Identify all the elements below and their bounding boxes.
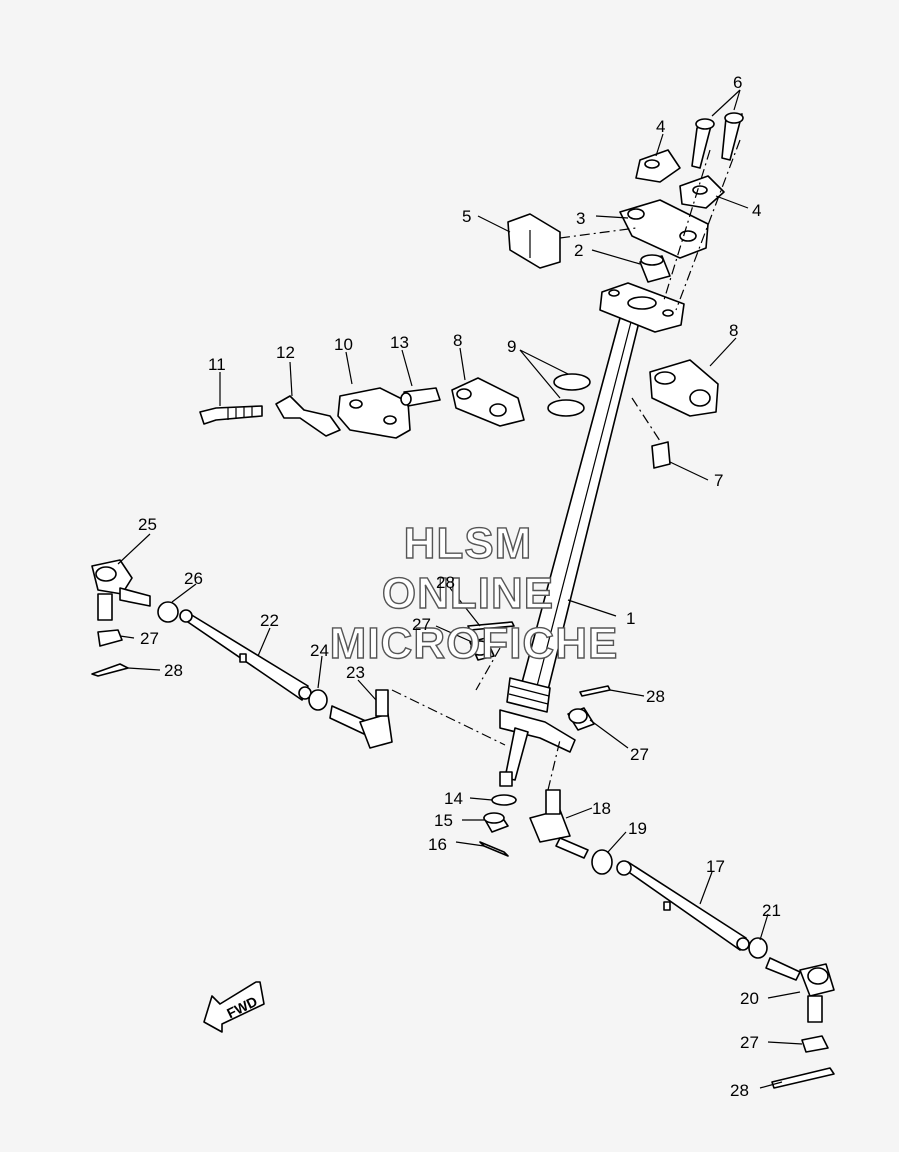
- callout-24: 24: [310, 641, 329, 660]
- callout-9: 9: [507, 337, 516, 356]
- callout-27-left: 27: [140, 629, 159, 648]
- callout-5: 5: [462, 207, 471, 226]
- watermark-line-1: HLSM: [404, 519, 533, 568]
- lower-holder-right: [631, 359, 719, 469]
- callout-27-center: 27: [412, 615, 431, 634]
- callout-28-right: 28: [646, 687, 665, 706]
- callout-28-bottom: 28: [730, 1081, 749, 1100]
- callout-11: 11: [208, 355, 226, 374]
- callout-12: 12: [276, 343, 295, 362]
- callout-3: 3: [576, 209, 585, 228]
- callout-16: 16: [428, 835, 447, 854]
- callout-28-center: 28: [436, 573, 455, 592]
- callout-labels: 1 2 3 4 4 5 6 7 8 8 9 10 11 12 13 14 15 …: [138, 73, 781, 1100]
- callout-17: 17: [706, 857, 725, 876]
- callout-15: 15: [434, 811, 453, 830]
- callout-27-bottom: 27: [740, 1033, 759, 1052]
- callout-23: 23: [346, 663, 365, 682]
- callout-4-upper: 4: [656, 117, 665, 136]
- callout-1: 1: [626, 609, 635, 628]
- callout-19: 19: [628, 819, 647, 838]
- right-tie-rod-group: [616, 860, 835, 1089]
- callout-7: 7: [714, 471, 723, 490]
- watermark-line-2: ONLINE: [382, 569, 554, 618]
- callout-4-right: 4: [752, 201, 761, 220]
- left-tie-rod-group: [91, 559, 506, 749]
- callout-22: 22: [260, 611, 279, 630]
- callout-8-left: 8: [453, 331, 462, 350]
- steering-column: [499, 282, 685, 787]
- upper-holder-assembly: [559, 112, 744, 311]
- leader-lines: [117, 89, 803, 1089]
- callout-14: 14: [444, 789, 463, 808]
- callout-6: 6: [733, 73, 742, 92]
- callout-26: 26: [184, 569, 203, 588]
- callout-8-right: 8: [729, 321, 738, 340]
- callout-10: 10: [334, 335, 353, 354]
- callout-27-right: 27: [630, 745, 649, 764]
- left-parts-group: [199, 373, 591, 439]
- bushing-block: [507, 213, 561, 269]
- fwd-label: FWD: [224, 993, 260, 1021]
- fwd-direction-marker: FWD: [203, 981, 265, 1033]
- watermark-line-3: MICROFICHE: [330, 619, 619, 668]
- center-bottom-group: [467, 621, 613, 875]
- callout-28-left: 28: [164, 661, 183, 680]
- watermark: HLSM ONLINE MICROFICHE: [329, 518, 619, 668]
- callout-13: 13: [390, 333, 409, 352]
- callout-18: 18: [592, 799, 611, 818]
- callout-21: 21: [762, 901, 781, 920]
- callout-20: 20: [740, 989, 759, 1008]
- callout-2: 2: [574, 241, 583, 260]
- callout-25: 25: [138, 515, 157, 534]
